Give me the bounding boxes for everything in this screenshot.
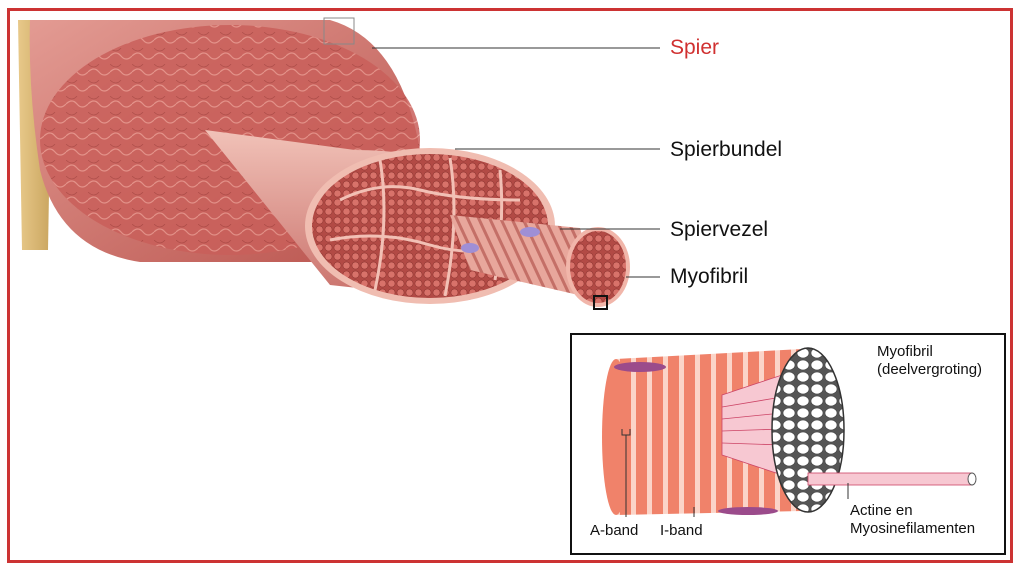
outer-frame	[7, 8, 1013, 563]
bundle-partitions	[329, 157, 541, 297]
myofibril-end-face	[771, 347, 845, 513]
label-filaments-line1: Actine en	[850, 502, 913, 519]
zoom-marker-myofibril	[593, 295, 608, 310]
label-spier: Spier	[670, 36, 720, 59]
fiber-nucleus	[461, 243, 479, 253]
fiber-nucleus	[520, 227, 540, 237]
myofibril-inset: Myofibril (deelvergroting) A-band I-band…	[570, 333, 1006, 555]
label-a-band: A-band	[590, 522, 639, 539]
filament-end	[967, 472, 977, 486]
label-i-band: I-band	[660, 522, 703, 539]
label-filaments-line2: Myosinefilamenten	[850, 520, 976, 537]
inset-title-line2: (deelvergroting)	[877, 361, 983, 378]
nucleus	[718, 507, 778, 515]
label-spierbundel: Spierbundel	[670, 138, 783, 161]
label-spiervezel: Spiervezel	[670, 218, 769, 241]
fiber-body	[450, 215, 600, 300]
label-myofibril: Myofibril	[670, 265, 749, 288]
band-leader-lines	[621, 429, 849, 517]
myofibril-cross-section	[570, 231, 626, 303]
myofibril-detail-illustration	[602, 347, 977, 517]
nucleus	[614, 362, 666, 372]
extracted-filament	[807, 472, 973, 486]
inset-title-line1: Myofibril	[877, 343, 933, 360]
leader-lines	[372, 47, 660, 278]
myofibril-left-end	[602, 359, 630, 515]
zoom-marker-muscle	[323, 17, 355, 45]
